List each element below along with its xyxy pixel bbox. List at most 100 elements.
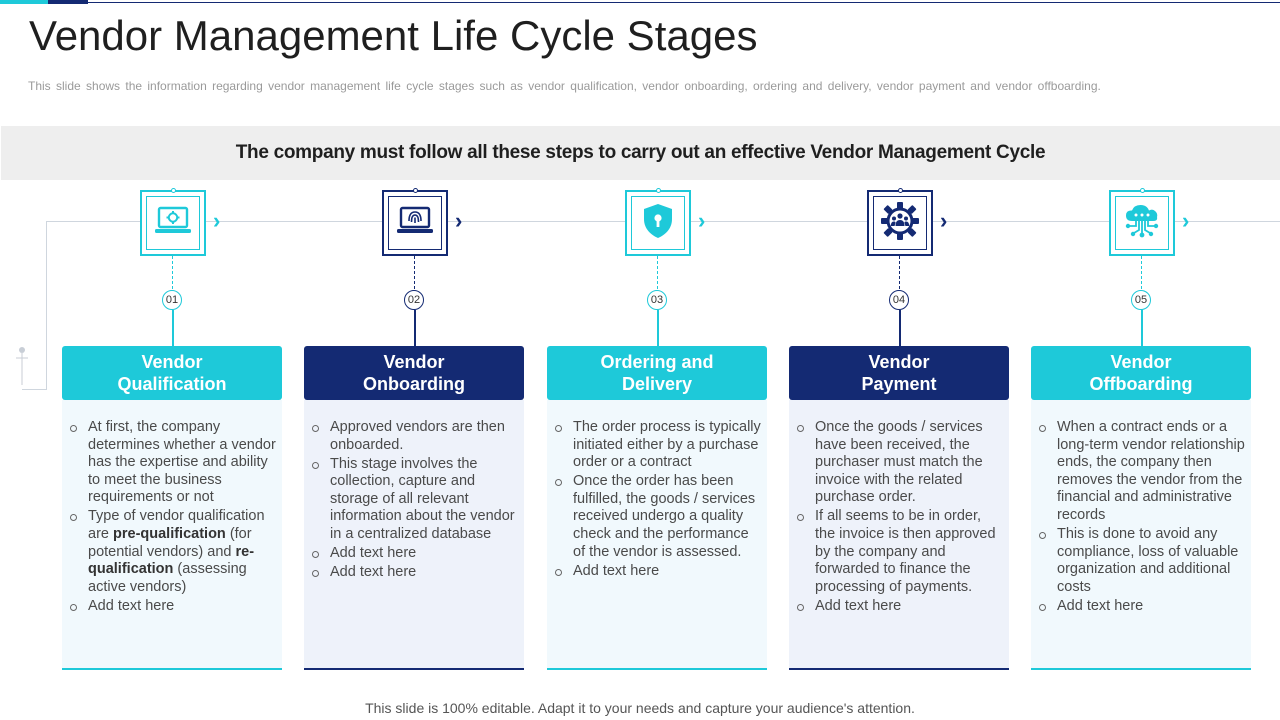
bold-term: pre-qualification	[113, 526, 226, 543]
stage-04: › 04 Vendor Payment Once the goods / ser…	[789, 188, 1011, 672]
stage-icon-box	[1109, 188, 1175, 256]
stage-body: Approved vendors are then onboarded.This…	[304, 400, 524, 670]
bullet-list: Approved vendors are then onboarded.This…	[304, 400, 524, 582]
bullet-item: Add text here	[312, 564, 518, 582]
stage-02: › 02 Vendor Onboarding Approved vendors …	[304, 188, 526, 672]
top-accent-bar	[0, 0, 1280, 4]
bullet-text: Add text here	[330, 545, 417, 562]
bullet-item: Once the goods / services have been rece…	[797, 419, 1003, 507]
connector-dot	[413, 188, 418, 193]
dashed-connector	[172, 256, 173, 289]
bullet-text: Approved vendors are then onboarded.	[330, 419, 505, 453]
dashed-connector	[657, 256, 658, 289]
bullet-item: This stage involves the collection, capt…	[312, 455, 518, 544]
stage-icon-box	[867, 188, 933, 256]
stage-icon-box	[625, 188, 691, 256]
stage-number: 05	[1131, 290, 1151, 310]
bullet-item: Type of vendor qualification are pre-qua…	[70, 508, 276, 596]
stage-icon-frame	[873, 196, 927, 250]
stage-body: At first, the company determines whether…	[62, 400, 282, 670]
banner-text: The company must follow all these steps …	[235, 142, 1046, 163]
stage-icon-frame	[631, 196, 685, 250]
bullet-text: Add text here	[1057, 597, 1144, 614]
bullet-text: At first, the company determines whether…	[88, 419, 276, 506]
stage-stem	[657, 310, 659, 346]
accent-segment-navy	[48, 0, 88, 4]
bullet-item: This is done to avoid any compliance, lo…	[1039, 526, 1245, 596]
laptop-fingerprint-icon	[396, 205, 434, 242]
cloud-network-icon	[1123, 203, 1161, 244]
stage-title-line1: Ordering and	[600, 352, 714, 372]
bullet-text: Once the order has been fulfilled, the g…	[573, 473, 756, 560]
bullet-item: If all seems to be in order, the invoice…	[797, 508, 1003, 596]
bullet-text: (assessing active vendors)	[88, 561, 247, 595]
stage-number: 01	[162, 290, 182, 310]
person-marker-icon	[16, 347, 28, 385]
bullet-list: The order process is typically initiated…	[547, 400, 767, 580]
connector-dot	[171, 188, 176, 193]
bullet-item: Add text here	[1039, 597, 1245, 616]
bullet-text: Add text here	[88, 597, 175, 614]
bullet-text: Add text here	[330, 564, 417, 581]
chevron-right-icon: ›	[1182, 208, 1190, 233]
stage-body: Once the goods / services have been rece…	[789, 400, 1009, 670]
bullet-item: The order process is typically initiated…	[555, 419, 761, 472]
stage-title-line1: Vendor	[1110, 352, 1172, 372]
bullet-text: This stage involves the collection, capt…	[330, 455, 515, 543]
stage-header: Vendor Offboarding	[1031, 346, 1251, 400]
bullet-list: When a contract ends or a long-term vend…	[1031, 400, 1251, 616]
stage-number: 04	[889, 290, 909, 310]
footer-note: This slide is 100% editable. Adapt it to…	[365, 700, 915, 716]
stage-stem	[172, 310, 174, 346]
stage-body: The order process is typically initiated…	[547, 400, 767, 670]
flow-line-foot	[22, 389, 47, 390]
stage-stem	[1141, 310, 1143, 346]
stage-icon-box	[140, 188, 206, 256]
bullet-item: Add text here	[797, 598, 1003, 616]
chevron-right-icon: ›	[213, 208, 221, 233]
stage-title-line2: Qualification	[117, 374, 227, 394]
flow-line-vertical	[46, 221, 47, 389]
bullet-item: Approved vendors are then onboarded.	[312, 419, 518, 454]
chevron-right-icon: ›	[698, 208, 706, 233]
stage-icon-frame	[1115, 196, 1169, 250]
chevron-right-icon: ›	[455, 208, 463, 233]
bullet-text: Once the goods / services have been rece…	[815, 419, 983, 506]
stage-stem	[899, 310, 901, 346]
bullet-text: When a contract ends or a long-term vend…	[1057, 419, 1245, 523]
stage-header: Vendor Payment	[789, 346, 1009, 400]
bullet-item: When a contract ends or a long-term vend…	[1039, 419, 1245, 525]
stage-header: Ordering and Delivery	[547, 346, 767, 400]
stage-number: 03	[647, 290, 667, 310]
stage-title-line1: Vendor	[383, 352, 445, 372]
bullet-text: (for potential vendors) and	[88, 526, 252, 560]
stage-header: Vendor Onboarding	[304, 346, 524, 400]
bullet-item: Add text here	[312, 545, 518, 563]
connector-dot	[1140, 188, 1145, 193]
bullet-text: If all seems to be in order, the invoice…	[815, 508, 996, 595]
stage-03: › 03 Ordering and Delivery The order pro…	[547, 188, 769, 672]
bullet-item: Add text here	[70, 597, 276, 616]
accent-segment-teal	[0, 0, 48, 4]
page-subtitle: This slide shows the information regardi…	[28, 79, 1101, 93]
laptop-settings-icon	[154, 205, 192, 242]
stage-05: › 05 Vendor Offboarding When a contract …	[1031, 188, 1253, 672]
dashed-connector	[1141, 256, 1142, 289]
shield-lock-icon	[641, 203, 675, 244]
stage-icon-box	[382, 188, 448, 256]
bullet-text: This is done to avoid any compliance, lo…	[1057, 526, 1239, 595]
stage-number: 02	[404, 290, 424, 310]
connector-dot	[656, 188, 661, 193]
dashed-connector	[899, 256, 900, 289]
stage-title-line2: Delivery	[621, 374, 693, 394]
bullet-item: Add text here	[555, 562, 761, 581]
bullet-text: Add text here	[573, 562, 660, 579]
stage-title-line2: Payment	[861, 374, 937, 394]
stage-01: › 01 Vendor Qualification At first, the …	[62, 188, 284, 672]
dashed-connector	[414, 256, 415, 289]
stage-icon-frame	[146, 196, 200, 250]
bullet-list: Once the goods / services have been rece…	[789, 400, 1009, 616]
chevron-right-icon: ›	[940, 208, 948, 233]
page-title: Vendor Management Life Cycle Stages	[29, 12, 758, 59]
stage-header: Vendor Qualification	[62, 346, 282, 400]
